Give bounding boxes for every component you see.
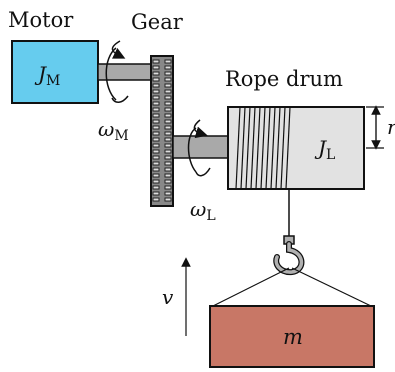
gear-tooth bbox=[164, 155, 172, 160]
radius-dimension bbox=[366, 105, 384, 150]
gear-label: Gear bbox=[131, 10, 184, 34]
gear-tooth bbox=[152, 197, 160, 202]
gear-tooth bbox=[152, 89, 160, 94]
gear-tooth bbox=[164, 137, 172, 142]
load-shaft bbox=[172, 135, 229, 159]
gear-tooth bbox=[152, 71, 160, 76]
hook bbox=[273, 235, 305, 276]
gear-tooth bbox=[152, 65, 160, 70]
gear-tooth bbox=[164, 71, 172, 76]
gear-tooth bbox=[164, 119, 172, 124]
gear-tooth bbox=[152, 191, 160, 196]
gear-tooth bbox=[164, 149, 172, 154]
gear-tooth bbox=[152, 95, 160, 100]
gear-tooth bbox=[152, 179, 160, 184]
motor-label: Motor bbox=[8, 8, 74, 32]
gear-tooth bbox=[164, 83, 172, 88]
motor-inertia-label: JM bbox=[34, 62, 60, 89]
gear-tooth bbox=[152, 137, 160, 142]
gear-tooth bbox=[152, 167, 160, 172]
gear bbox=[150, 55, 174, 207]
rope-drum-label: Rope drum bbox=[225, 67, 343, 91]
load-rotation-arrow bbox=[187, 127, 197, 173]
omega-m-label: ωM bbox=[98, 117, 129, 144]
mass-label: m bbox=[283, 325, 303, 349]
gear-tooth bbox=[152, 131, 160, 136]
gear-tooth bbox=[164, 65, 172, 70]
gear-tooth bbox=[164, 161, 172, 166]
gear-tooth bbox=[152, 83, 160, 88]
motor-body bbox=[11, 40, 99, 104]
gear-tooth bbox=[164, 191, 172, 196]
gear-tooth bbox=[152, 149, 160, 154]
gear-tooth bbox=[152, 119, 160, 124]
slings bbox=[212, 267, 372, 307]
gear-tooth bbox=[152, 185, 160, 190]
rope-windings bbox=[235, 106, 291, 190]
drum-inertia-label: JL bbox=[314, 136, 335, 163]
gear-tooth bbox=[164, 89, 172, 94]
gear-tooth bbox=[152, 143, 160, 148]
gear-tooth bbox=[152, 173, 160, 178]
gear-tooth bbox=[164, 197, 172, 202]
gear-tooth bbox=[164, 125, 172, 130]
gear-tooth bbox=[164, 107, 172, 112]
gear-tooth bbox=[152, 107, 160, 112]
radius-label: r bbox=[387, 115, 395, 139]
gear-tooth bbox=[152, 125, 160, 130]
gear-tooth bbox=[152, 59, 160, 64]
velocity-label: v bbox=[162, 285, 174, 309]
gear-tooth bbox=[164, 167, 172, 172]
gear-tooth bbox=[152, 113, 160, 118]
mass-block bbox=[209, 305, 375, 368]
rope-drum bbox=[227, 106, 365, 190]
gear-tooth bbox=[152, 77, 160, 82]
gear-tooth bbox=[164, 131, 172, 136]
gear-tooth bbox=[164, 173, 172, 178]
gear-tooth bbox=[164, 101, 172, 106]
gear-tooth bbox=[164, 77, 172, 82]
omega-l-label: ωL bbox=[190, 197, 216, 224]
gear-tooth bbox=[164, 143, 172, 148]
gear-tooth bbox=[164, 59, 172, 64]
gear-tooth bbox=[164, 179, 172, 184]
gear-tooth bbox=[152, 161, 160, 166]
gear-tooth bbox=[164, 113, 172, 118]
gear-tooth bbox=[164, 95, 172, 100]
gear-tooth bbox=[152, 101, 160, 106]
gear-tooth bbox=[164, 185, 172, 190]
gear-tooth bbox=[152, 155, 160, 160]
